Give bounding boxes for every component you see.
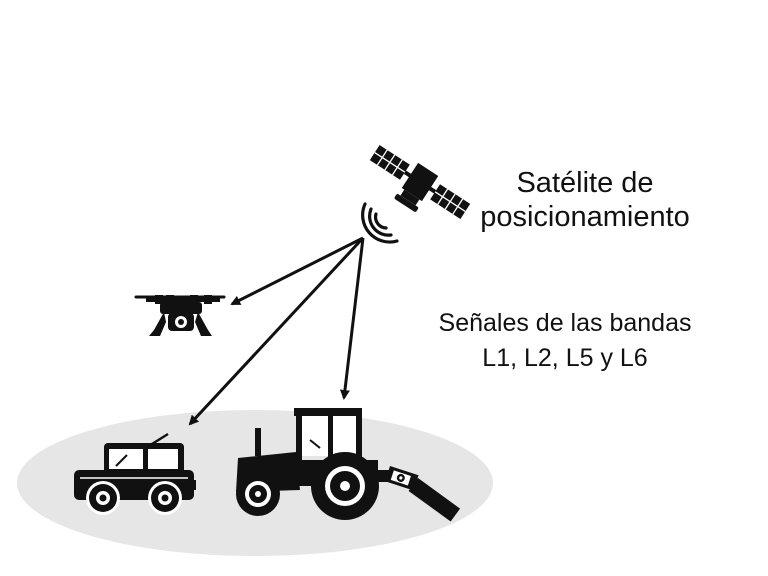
signal-arrows (188, 236, 365, 426)
signal-label-line2: L1, L2, L5 y L6 (482, 343, 648, 372)
satellite-label-line1: Satélite de (516, 167, 654, 199)
car-icon (74, 432, 196, 515)
signal-label-line1: Señales de las bandas (438, 309, 692, 337)
arrow-to-car (188, 236, 365, 426)
satellite-label-line2: posicionamiento (480, 201, 690, 234)
satellite-label: Satélite de posicionamiento (445, 166, 725, 234)
drone-icon (134, 295, 226, 336)
signal-waves-icon (361, 202, 399, 244)
satellite-icon (369, 145, 471, 219)
tractor-icon (236, 408, 461, 522)
arrow-to-drone (230, 236, 364, 306)
arrow-to-tractor (339, 237, 365, 400)
signal-label: Señales de las bandas L1, L2, L5 y L6 (410, 306, 720, 375)
